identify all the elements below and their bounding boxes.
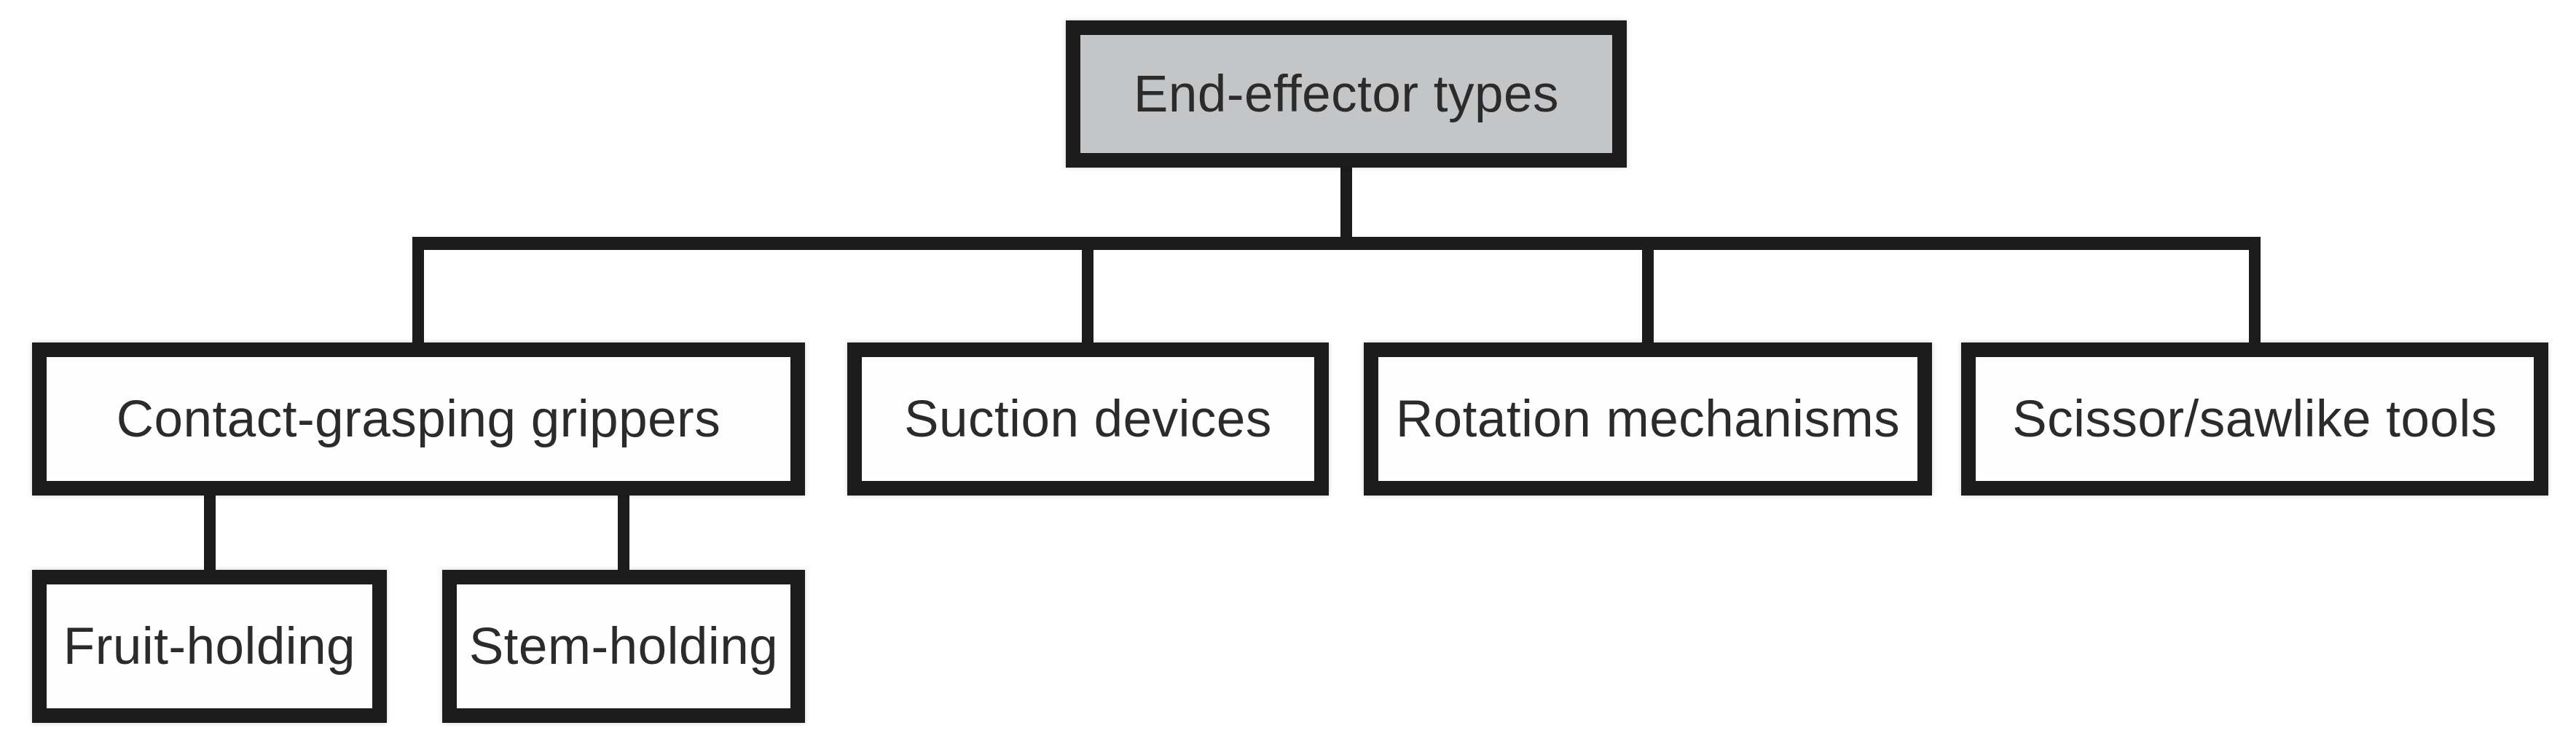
node-rotation-mechanisms: Rotation mechanisms: [1364, 342, 1932, 496]
connector-drop-rotation: [1642, 243, 1654, 345]
node-label: Rotation mechanisms: [1395, 390, 1901, 448]
node-label: End-effector types: [1134, 65, 1559, 123]
node-stem-holding: Stem-holding: [442, 570, 805, 723]
node-suction-devices: Suction devices: [847, 342, 1329, 496]
connector-drop-scissor: [2249, 243, 2261, 345]
connector-drop-fruit-holding: [204, 493, 216, 573]
node-label: Fruit-holding: [63, 617, 356, 676]
connector-drop-stem-holding: [618, 493, 629, 573]
connector-root-stem: [1340, 163, 1352, 243]
node-scissor-sawlike-tools: Scissor/sawlike tools: [1961, 342, 2548, 496]
node-label: Contact-grasping grippers: [116, 390, 721, 448]
connector-drop-suction: [1082, 243, 1093, 345]
node-label: Stem-holding: [468, 617, 779, 676]
node-label: Scissor/sawlike tools: [2012, 390, 2497, 448]
node-fruit-holding: Fruit-holding: [32, 570, 387, 723]
node-contact-grasping-grippers: Contact-grasping grippers: [32, 342, 805, 496]
connector-horizontal-bus: [412, 237, 2261, 250]
connector-drop-contact: [412, 243, 424, 345]
node-label: Suction devices: [904, 390, 1272, 448]
node-end-effector-types: End-effector types: [1066, 20, 1627, 168]
